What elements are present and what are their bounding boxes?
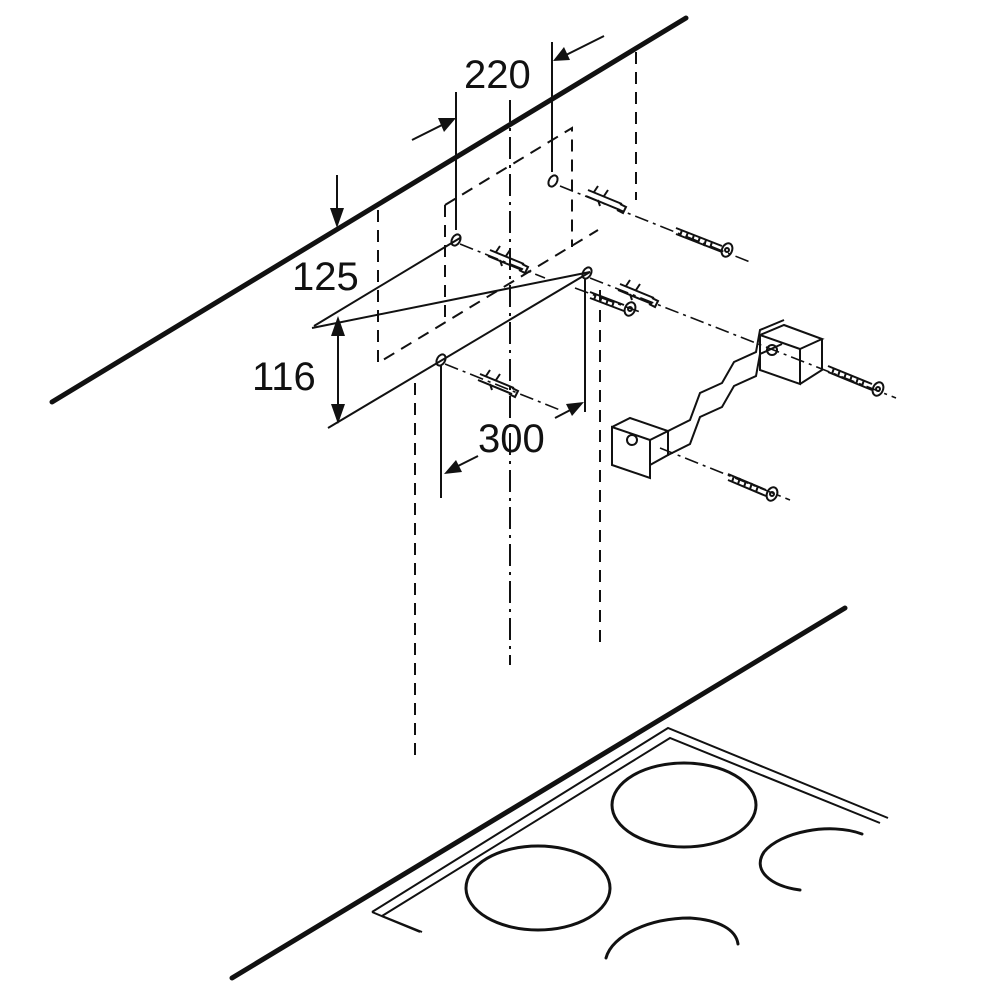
dimension-220: 220 bbox=[411, 35, 605, 230]
screw-icon bbox=[727, 473, 779, 502]
burner-ring bbox=[758, 827, 864, 892]
dimension-125: 125 bbox=[292, 175, 461, 327]
chimney-outline bbox=[377, 52, 637, 760]
ceiling-edge-line bbox=[49, 15, 689, 405]
burner-ring bbox=[604, 916, 740, 960]
wall-plug-icon bbox=[477, 369, 520, 399]
mounting-bracket bbox=[611, 319, 825, 480]
cooktop bbox=[371, 726, 889, 960]
drill-holes bbox=[435, 174, 593, 367]
dimension-116: 116 bbox=[252, 271, 591, 429]
burner-ring bbox=[610, 761, 758, 849]
wall-plug-icon bbox=[487, 245, 530, 275]
worktop-edge-line bbox=[229, 605, 848, 981]
wall-plug-icon bbox=[617, 279, 660, 309]
screw-icon bbox=[589, 291, 637, 317]
screw-icon bbox=[827, 365, 885, 397]
burner-ring bbox=[464, 844, 612, 932]
dim-label-220: 220 bbox=[464, 53, 531, 97]
dimension-300: 300 bbox=[440, 278, 586, 498]
screws bbox=[589, 227, 885, 502]
wall-plugs bbox=[477, 185, 660, 399]
screw-icon bbox=[675, 227, 734, 258]
dim-label-300: 300 bbox=[478, 417, 545, 461]
dim-label-125: 125 bbox=[292, 255, 359, 299]
dim-label-116: 116 bbox=[252, 355, 316, 399]
